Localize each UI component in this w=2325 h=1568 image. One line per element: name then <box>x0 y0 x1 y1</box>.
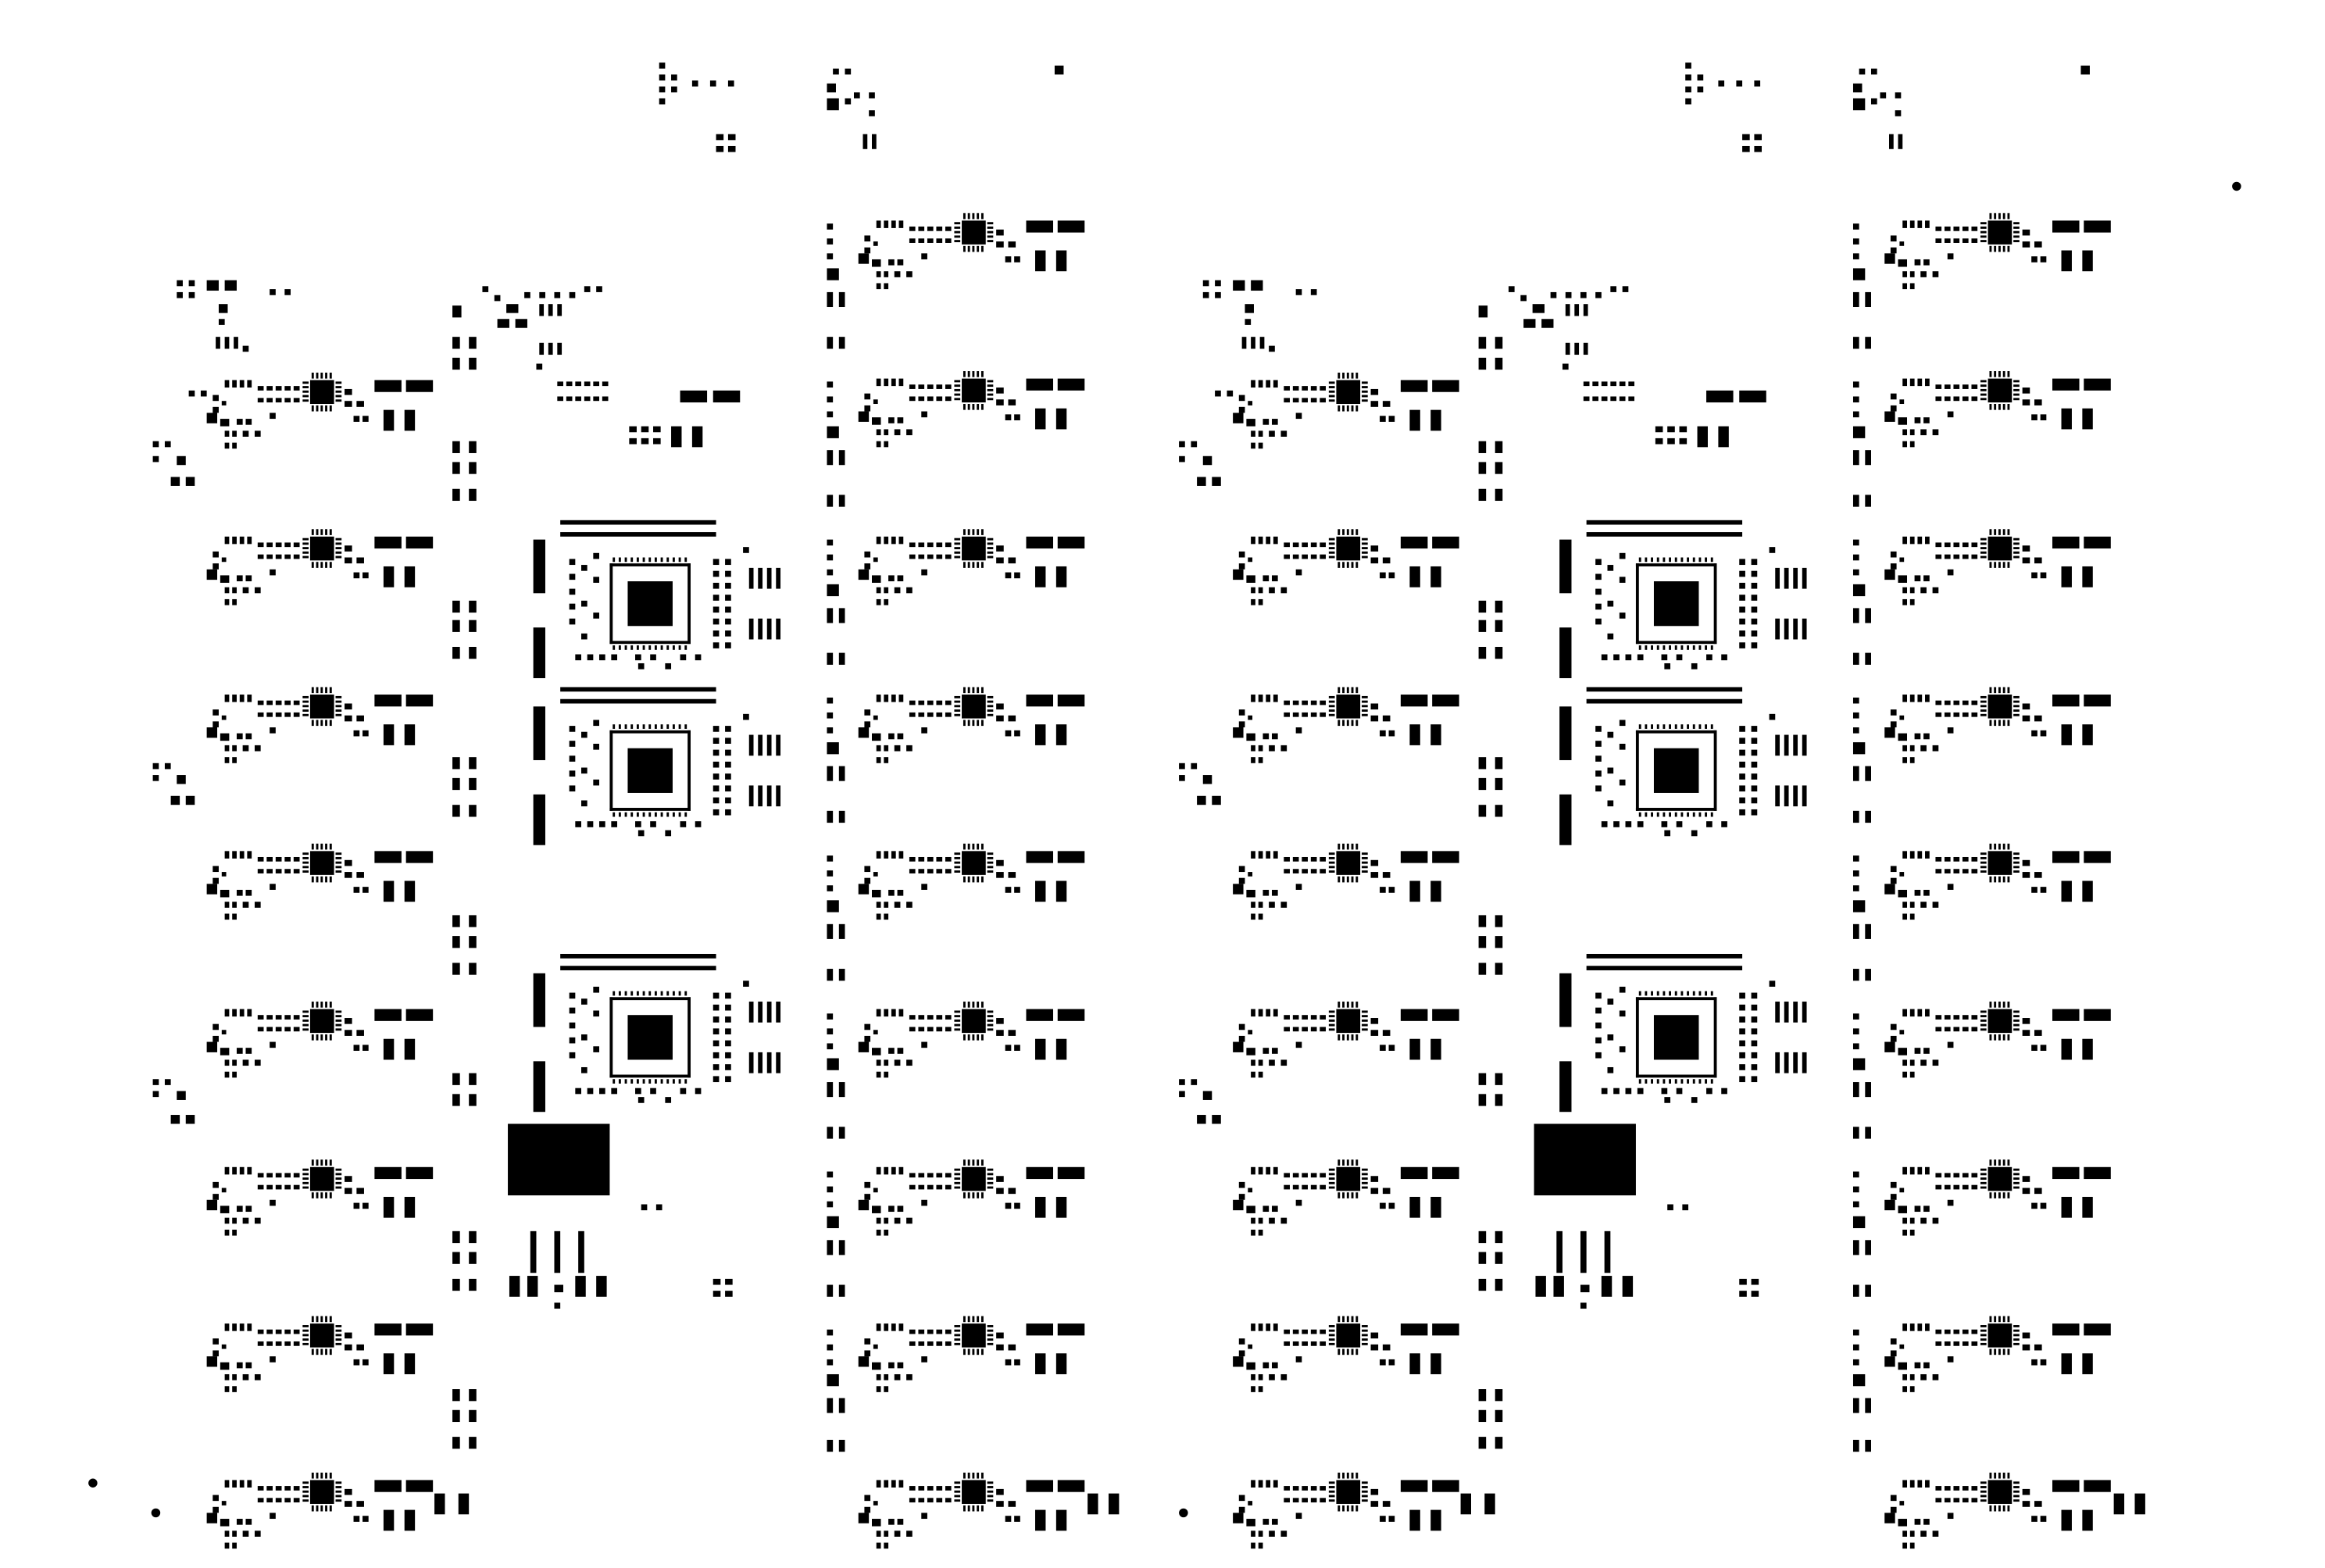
fiducial-mark <box>88 1478 98 1488</box>
fiducial-mark <box>1179 1508 1188 1518</box>
fiducial-mark <box>2232 181 2241 191</box>
fiducial-mark <box>151 1508 161 1518</box>
